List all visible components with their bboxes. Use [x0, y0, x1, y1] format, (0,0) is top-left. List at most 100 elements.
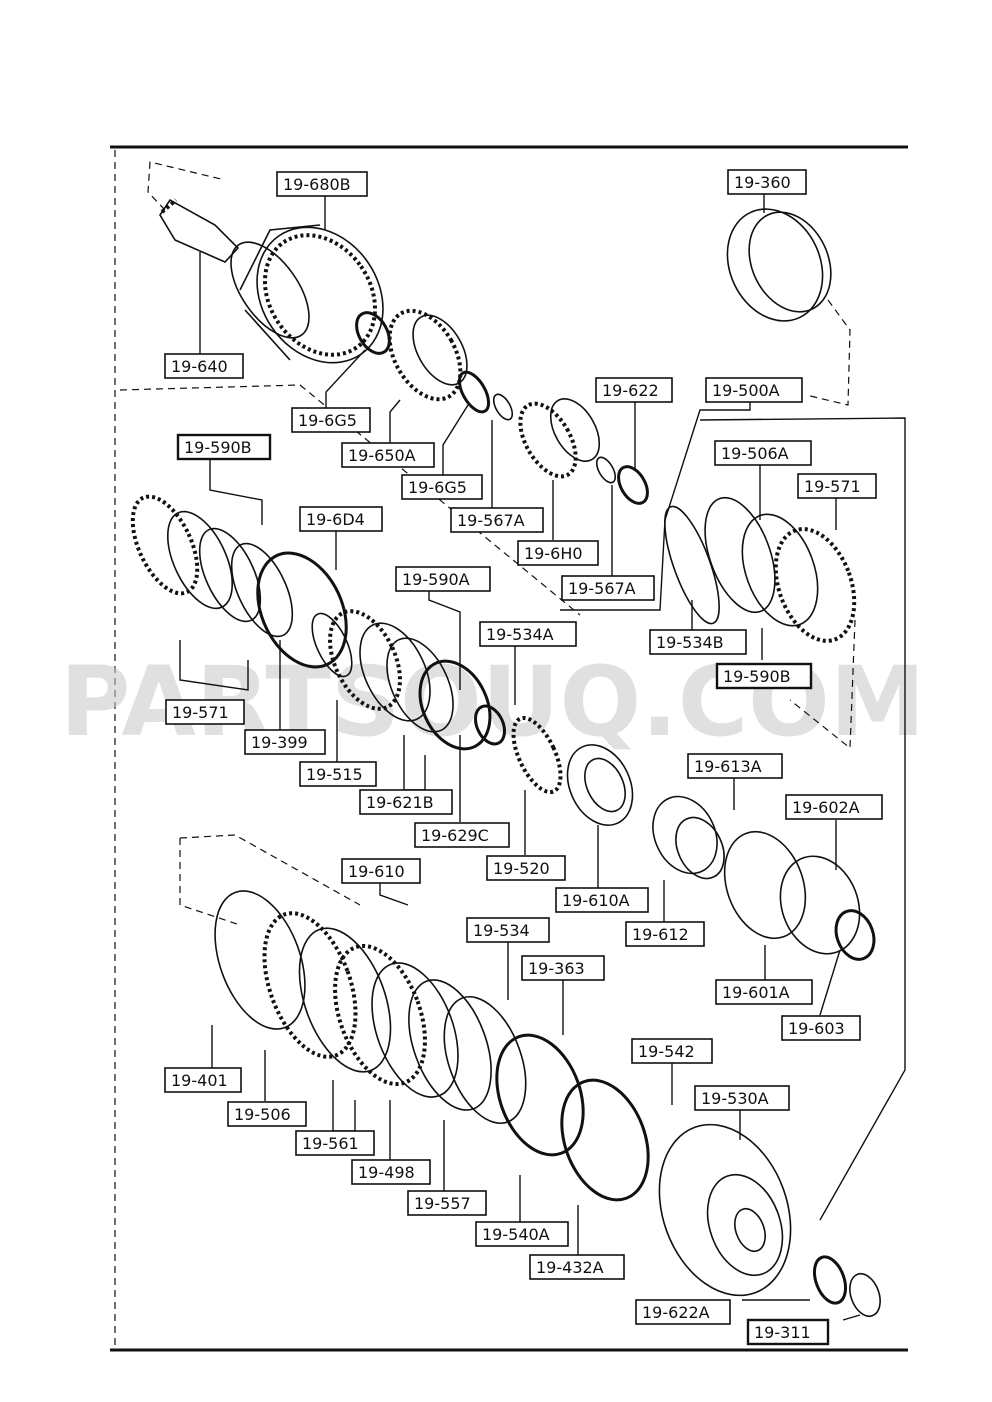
part-washer-311[interactable]: [844, 1270, 885, 1321]
label-19-401[interactable]: 19-401: [164, 1067, 242, 1093]
label-19-520[interactable]: 19-520: [486, 855, 566, 881]
label-19-622a[interactable]: 19-622A: [635, 1299, 731, 1325]
svg-text:19-601A: 19-601A: [722, 983, 790, 1002]
svg-text:19-520: 19-520: [493, 859, 550, 878]
part-spring-520[interactable]: [504, 711, 570, 799]
label-19-590a[interactable]: 19-590A: [395, 566, 491, 592]
svg-text:19-610A: 19-610A: [562, 891, 630, 910]
part-seal-613a[interactable]: [641, 786, 734, 886]
label-19-542[interactable]: 19-542: [631, 1038, 713, 1064]
svg-text:19-640: 19-640: [171, 357, 228, 376]
label-19-629c[interactable]: 19-629C: [414, 822, 510, 848]
svg-text:19-506A: 19-506A: [721, 444, 789, 463]
label-19-610[interactable]: 19-610: [341, 858, 421, 884]
svg-text:19-629C: 19-629C: [421, 826, 489, 845]
svg-text:19-534B: 19-534B: [656, 633, 724, 652]
svg-text:19-6D4: 19-6D4: [306, 510, 365, 529]
label-19-571-b[interactable]: 19-571: [165, 699, 245, 725]
part-pump-601a[interactable]: [710, 820, 880, 965]
svg-text:19-567A: 19-567A: [568, 579, 636, 598]
label-19-399[interactable]: 19-399: [244, 729, 326, 755]
label-19-311[interactable]: 19-311: [746, 1318, 830, 1346]
label-19-506[interactable]: 19-506: [227, 1101, 307, 1127]
label-19-360[interactable]: 19-360: [727, 169, 807, 195]
label-19-500a[interactable]: 19-500A: [705, 377, 803, 403]
part-bearing-622[interactable]: [613, 462, 654, 509]
section-outline-right: [699, 417, 906, 1221]
label-19-612[interactable]: 19-612: [625, 921, 705, 947]
label-19-6h0[interactable]: 19-6H0: [517, 540, 599, 566]
part-piston-610a[interactable]: [555, 734, 645, 835]
label-19-540a[interactable]: 19-540A: [475, 1221, 569, 1247]
label-19-534a[interactable]: 19-534A: [479, 621, 577, 647]
svg-text:19-500A: 19-500A: [712, 381, 780, 400]
label-19-534b[interactable]: 19-534B: [649, 629, 747, 655]
svg-text:19-567A: 19-567A: [457, 511, 525, 530]
svg-text:19-515: 19-515: [306, 765, 363, 784]
svg-text:19-360: 19-360: [734, 173, 791, 192]
label-19-557[interactable]: 19-557: [407, 1190, 487, 1216]
svg-text:19-622: 19-622: [602, 381, 659, 400]
label-19-603[interactable]: 19-603: [781, 1015, 861, 1041]
label-19-6g5-b[interactable]: 19-6G5: [401, 474, 483, 500]
svg-text:19-590A: 19-590A: [402, 570, 470, 589]
part-bearing-622a[interactable]: [809, 1253, 852, 1308]
label-19-515[interactable]: 19-515: [299, 761, 377, 787]
label-19-6g5-a[interactable]: 19-6G5: [291, 407, 371, 433]
part-drum-530a[interactable]: [637, 1106, 814, 1314]
svg-text:19-363: 19-363: [528, 959, 585, 978]
label-19-610a[interactable]: 19-610A: [555, 887, 649, 913]
part-ring-567a-a[interactable]: [490, 391, 516, 422]
svg-text:19-561: 19-561: [302, 1134, 359, 1153]
label-19-363[interactable]: 19-363: [521, 955, 605, 981]
part-band-360[interactable]: [710, 193, 851, 406]
label-19-621b[interactable]: 19-621B: [359, 789, 453, 815]
svg-text:19-6H0: 19-6H0: [524, 544, 583, 563]
label-19-432a[interactable]: 19-432A: [529, 1254, 625, 1280]
part-6h0[interactable]: [509, 391, 609, 486]
label-19-613a[interactable]: 19-613A: [687, 753, 783, 779]
label-19-590b-a[interactable]: 19-590B: [176, 433, 272, 461]
label-19-498[interactable]: 19-498: [351, 1159, 431, 1185]
part-ring-567a-b[interactable]: [593, 454, 619, 485]
svg-text:19-571: 19-571: [172, 703, 229, 722]
part-bearing-6g5-b[interactable]: [453, 367, 494, 416]
label-19-567a-a[interactable]: 19-567A: [450, 507, 544, 533]
svg-text:19-650A: 19-650A: [348, 446, 416, 465]
part-bearing-6g5-a[interactable]: [350, 307, 396, 359]
label-19-650a[interactable]: 19-650A: [341, 442, 435, 468]
svg-text:19-6G5: 19-6G5: [298, 411, 357, 430]
part-clutch-590a[interactable]: [316, 600, 510, 760]
label-19-680b[interactable]: 19-680B: [276, 171, 368, 197]
part-drum-680b[interactable]: [216, 203, 409, 387]
label-19-561[interactable]: 19-561: [295, 1130, 375, 1156]
section-outline-lower: [179, 834, 361, 926]
label-19-530a[interactable]: 19-530A: [694, 1085, 790, 1111]
svg-text:19-590B: 19-590B: [723, 667, 791, 686]
svg-text:19-6G5: 19-6G5: [408, 478, 467, 497]
svg-text:19-530A: 19-530A: [701, 1089, 769, 1108]
part-clutch-lower[interactable]: [198, 879, 664, 1212]
label-19-506a[interactable]: 19-506A: [714, 440, 812, 466]
svg-text:19-571: 19-571: [804, 477, 861, 496]
label-19-590b-b[interactable]: 19-590B: [715, 662, 813, 690]
svg-text:19-590B: 19-590B: [184, 438, 252, 457]
svg-text:19-540A: 19-540A: [482, 1225, 550, 1244]
svg-text:19-401: 19-401: [171, 1071, 228, 1090]
label-19-622[interactable]: 19-622: [595, 377, 673, 403]
leader-lines: [179, 190, 861, 1321]
section-outline-upper: [119, 384, 581, 616]
label-19-571-a[interactable]: 19-571: [797, 473, 877, 499]
svg-text:19-399: 19-399: [251, 733, 308, 752]
part-clutch-590b-left[interactable]: [119, 487, 363, 682]
label-19-567a-b[interactable]: 19-567A: [561, 575, 655, 601]
label-19-601a[interactable]: 19-601A: [715, 979, 813, 1005]
part-shaft-640[interactable]: [147, 161, 240, 263]
label-19-534[interactable]: 19-534: [466, 917, 550, 943]
label-19-6d4[interactable]: 19-6D4: [299, 506, 383, 532]
label-19-640[interactable]: 19-640: [164, 353, 244, 379]
svg-text:19-534A: 19-534A: [486, 625, 554, 644]
svg-text:19-506: 19-506: [234, 1105, 291, 1124]
svg-text:19-602A: 19-602A: [792, 798, 860, 817]
label-19-602a[interactable]: 19-602A: [785, 794, 883, 820]
